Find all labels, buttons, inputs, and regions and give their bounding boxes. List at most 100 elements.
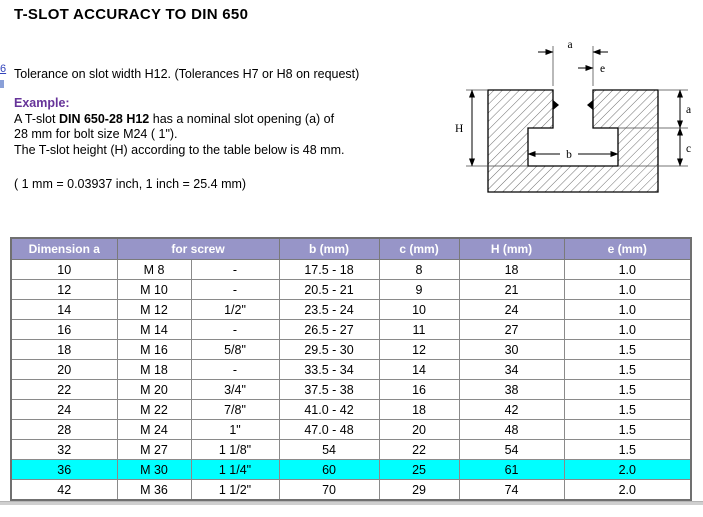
table-cell: 1.0 xyxy=(563,279,692,300)
table-cell: 26.5 - 27 xyxy=(278,319,380,340)
table-cell: 23.5 - 24 xyxy=(278,299,380,320)
col-header-c: c (mm) xyxy=(378,237,460,260)
table-cell: 1.5 xyxy=(563,379,692,400)
table-cell: M 18 xyxy=(116,359,192,380)
table-cell: - xyxy=(190,319,280,340)
table-cell: 1.5 xyxy=(563,359,692,380)
t-slot-diagram: a e H b a c xyxy=(455,39,691,193)
table-cell: 20 xyxy=(10,359,118,380)
table-cell: 34 xyxy=(458,359,565,380)
table-cell: 11 xyxy=(378,319,460,340)
table-cell: 1" xyxy=(190,419,280,440)
table-cell: 1.5 xyxy=(563,419,692,440)
example-line-2: 28 mm for bolt size M24 ( 1"). xyxy=(14,127,178,141)
table-cell: 22 xyxy=(378,439,460,460)
table-cell: 8 xyxy=(378,259,460,280)
table-cell: 18 xyxy=(10,339,118,360)
table-cell: 30 xyxy=(458,339,565,360)
table-cell: 1.5 xyxy=(563,339,692,360)
table-cell: 24 xyxy=(458,299,565,320)
dimension-lines xyxy=(469,49,683,167)
table-cell: 2.0 xyxy=(563,459,692,480)
table-cell: 14 xyxy=(10,299,118,320)
table-cell: 18 xyxy=(458,259,565,280)
table-cell: 1.0 xyxy=(563,299,692,320)
table-cell: 28 xyxy=(10,419,118,440)
table-cell: 9 xyxy=(378,279,460,300)
table-cell: - xyxy=(190,259,280,280)
table-cell: 22 xyxy=(10,379,118,400)
table-cell: 20 xyxy=(378,419,460,440)
table-header-row: Dimension a for screw b (mm) c (mm) H (m… xyxy=(10,237,692,260)
example-label: Example: xyxy=(14,96,70,110)
table-cell: 1.0 xyxy=(563,259,692,280)
bottom-rule xyxy=(0,501,703,505)
t-slot-table: Dimension a for screw b (mm) c (mm) H (m… xyxy=(10,237,692,501)
example-line-1: A T-slot DIN 650-28 H12 has a nominal sl… xyxy=(14,112,344,128)
table-cell: M 22 xyxy=(116,399,192,420)
table-cell: 12 xyxy=(10,279,118,300)
table-cell: 1 1/8" xyxy=(190,439,280,460)
table-cell: M 8 xyxy=(116,259,192,280)
table-cell: 42 xyxy=(10,479,118,501)
table-cell: 14 xyxy=(378,359,460,380)
unit-conversion-note: ( 1 mm = 0.03937 inch, 1 inch = 25.4 mm) xyxy=(14,177,247,191)
col-header-H: H (mm) xyxy=(458,237,565,260)
table-cell: M 24 xyxy=(116,419,192,440)
table-cell: M 36 xyxy=(116,479,192,501)
table-cell: M 20 xyxy=(116,379,192,400)
dim-label-H: H xyxy=(455,123,463,135)
table-cell: - xyxy=(190,279,280,300)
table-cell: 60 xyxy=(278,459,380,480)
table-cell: 29 xyxy=(378,479,460,501)
dim-label-a-top: a xyxy=(567,39,572,51)
table-cell: 54 xyxy=(278,439,380,460)
example-line-3: The T-slot height (H) according to the t… xyxy=(14,142,345,157)
table-cell: 70 xyxy=(278,479,380,501)
table-cell: 25 xyxy=(378,459,460,480)
table-cell: 27 xyxy=(458,319,565,340)
page-title: T-SLOT ACCURACY TO DIN 650 xyxy=(14,6,249,23)
chamfer-mark-left xyxy=(553,100,559,110)
table-cell: M 10 xyxy=(116,279,192,300)
table-cell: 21 xyxy=(458,279,565,300)
table-cell: 5/8" xyxy=(190,339,280,360)
left-link-fragment-partial xyxy=(0,80,4,88)
table-cell: M 14 xyxy=(116,319,192,340)
example-block: Example: A T-slot DIN 650-28 H12 has a n… xyxy=(14,96,344,158)
table-cell: 16 xyxy=(378,379,460,400)
table-cell: 3/4" xyxy=(190,379,280,400)
t-slot-material-section xyxy=(487,89,659,193)
table-cell: 7/8" xyxy=(190,399,280,420)
table-cell: 16 xyxy=(10,319,118,340)
table-cell: 37.5 - 38 xyxy=(278,379,380,400)
table-cell: 61 xyxy=(458,459,565,480)
table-cell: 29.5 - 30 xyxy=(278,339,380,360)
left-link-fragment[interactable]: 6 xyxy=(0,63,7,75)
table-cell: 1.0 xyxy=(563,319,692,340)
table-cell: M 27 xyxy=(116,439,192,460)
table-cell: 1 1/4" xyxy=(190,459,280,480)
dim-label-c: c xyxy=(686,143,691,155)
table-cell: 41.0 - 42 xyxy=(278,399,380,420)
table-cell: 38 xyxy=(458,379,565,400)
table-cell: 1.5 xyxy=(563,399,692,420)
dim-label-e: e xyxy=(600,63,605,75)
table-cell: 20.5 - 21 xyxy=(278,279,380,300)
table-cell: 74 xyxy=(458,479,565,501)
example-line-1-pre: A T-slot xyxy=(14,111,59,126)
